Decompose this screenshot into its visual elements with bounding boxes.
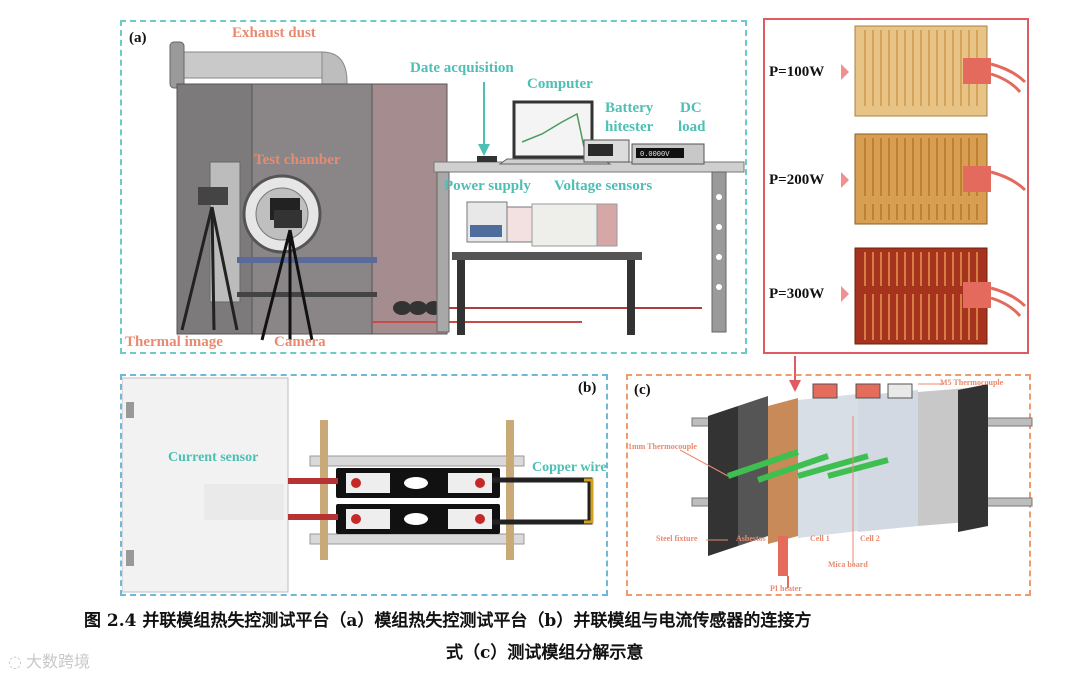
copper-wire-label: Copper wire	[532, 460, 607, 475]
panel-a-tag: (a)	[129, 30, 147, 46]
heater-label-200w: P=200W	[769, 172, 825, 188]
steel-fixture-label: Steel fixture	[656, 534, 698, 543]
heater-panel: P=100W P=200W P=300W	[763, 18, 1029, 354]
panel-b-tag: (b)	[578, 380, 597, 396]
mica-board-label: Mica board	[828, 560, 868, 569]
figure-caption-line1: 图 2.4 并联模组热失控测试平台（a）模组热失控测试平台（b）并联模组与电流传…	[84, 611, 812, 631]
panel-c-tag: (c)	[634, 382, 651, 398]
date-acquisition-label: Date acquisition	[410, 60, 514, 76]
pi-heater-label: PI heater	[770, 584, 802, 593]
cell2-label: Cell 2	[860, 534, 880, 543]
hitester-label: hitester	[605, 119, 654, 135]
dc-label: DC	[680, 100, 702, 116]
heater-illustrations	[841, 25, 1027, 345]
exhaust-label: Exhaust dust	[232, 25, 316, 41]
panel-c: (c) M5 Thermocouple 1mm Thermocouple Ste…	[626, 374, 1033, 596]
computer-label: Computer	[527, 76, 593, 92]
panel-b: Current sensor Copper wire (b)	[120, 374, 608, 596]
voltage-sensors-label: Voltage sensors	[554, 178, 653, 194]
cell1-label: Cell 1	[810, 534, 830, 543]
battery-label: Battery	[605, 100, 654, 116]
heater-label-100w: P=100W	[769, 64, 825, 80]
watermark-logo-icon: ◌大数跨境	[8, 652, 90, 671]
watermark-text: 大数跨境	[25, 652, 90, 671]
parallel-module-illustration	[122, 377, 594, 593]
dc-load-display: 0.0000V	[640, 151, 670, 159]
camera-label: Camera	[274, 334, 326, 350]
load-label: load	[678, 119, 706, 135]
heater-label-300w: P=300W	[769, 286, 825, 302]
test-chamber-label: Test chamber	[254, 152, 341, 168]
test-platform-illustration: 0.0000V	[169, 41, 745, 341]
thermocouple-1mm-label: 1mm Thermocouple	[628, 442, 697, 451]
panel-a: 0.0000V (a) Exhaust dust Date acquisitio…	[120, 20, 747, 354]
current-sensor-label: Current sensor	[168, 450, 259, 465]
asbestos-label: Asbestos	[736, 534, 766, 543]
m5-thermocouple-label: M5 Thermocouple	[940, 378, 1004, 387]
thermal-image-label: Thermal image	[125, 334, 223, 350]
power-supply-label: Power supply	[444, 178, 531, 194]
module-exploded-illustration	[679, 383, 1033, 588]
figure-caption-line2: 式（c）测试模组分解示意	[446, 643, 644, 663]
